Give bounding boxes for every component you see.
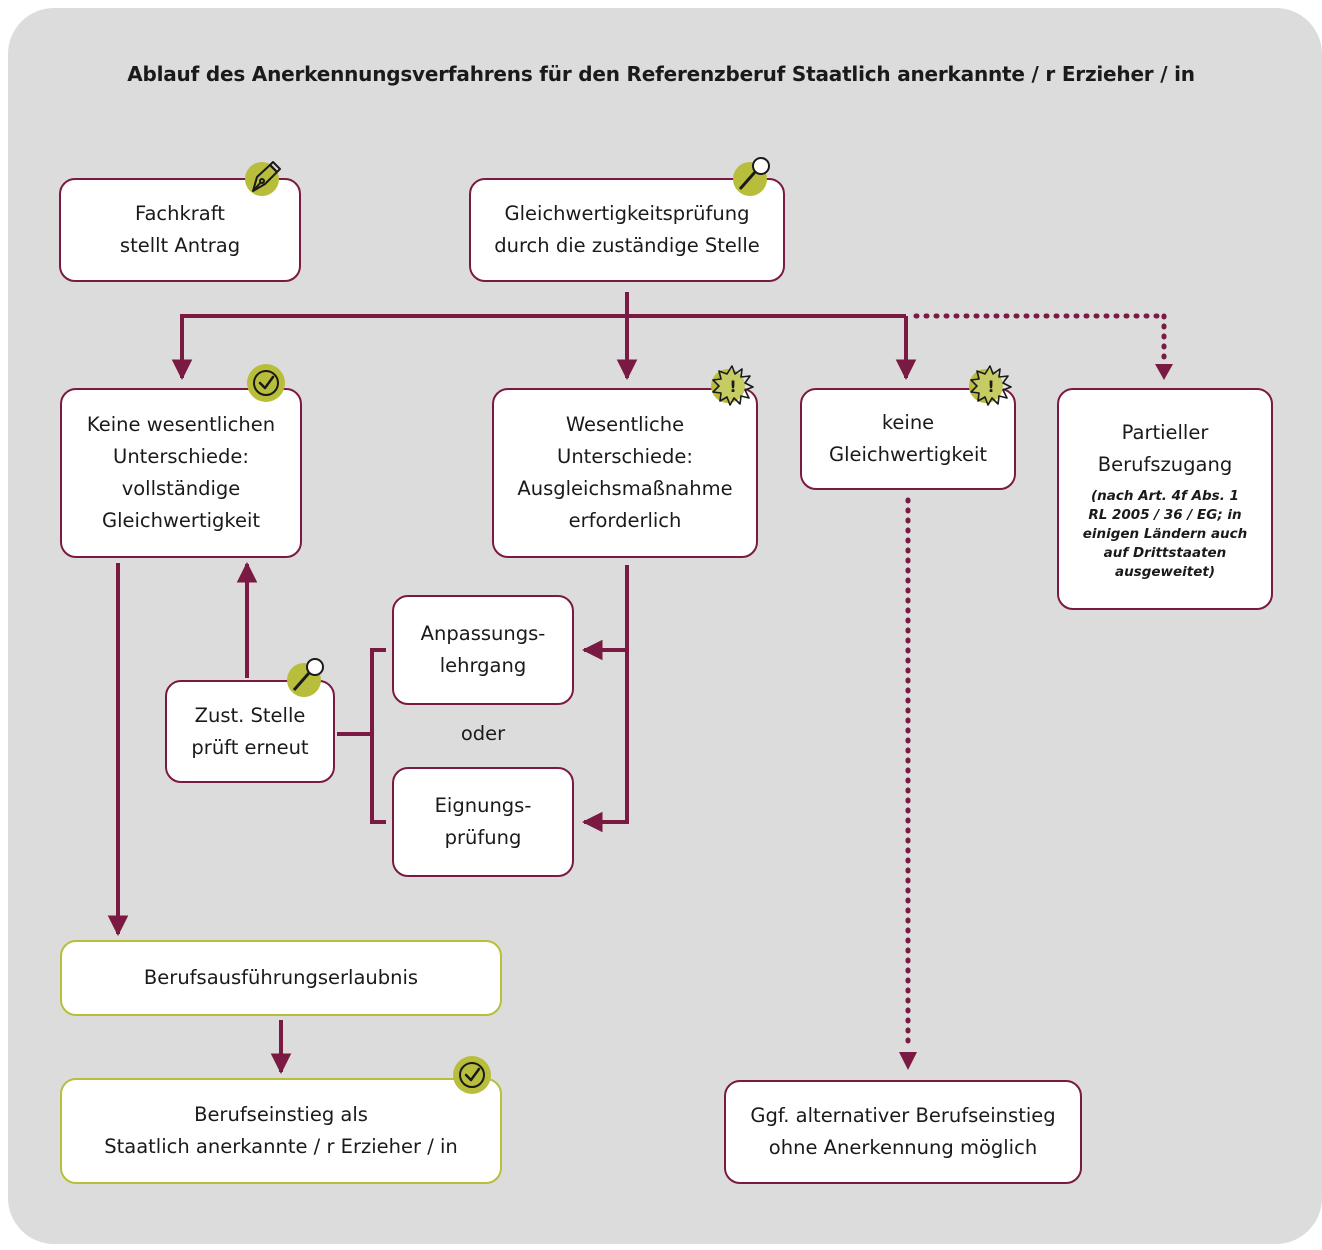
box-partieller-berufszugang: Partieller Berufszugang (nach Art. 4f Ab… <box>1057 388 1273 610</box>
oder-label: oder <box>460 722 506 745</box>
box-berufseinstieg: Berufseinstieg als Staatlich anerkannte … <box>60 1078 502 1184</box>
magnifier-icon <box>287 658 324 697</box>
box-eignungspruefung: Eignungs- prüfung <box>392 767 574 877</box>
arrowhead-partiell <box>1155 364 1173 380</box>
connector-bracket <box>370 648 386 824</box>
magnifier-icon <box>733 157 770 196</box>
svg-text:!: ! <box>729 377 736 396</box>
pen-icon <box>245 161 281 196</box>
box-zust-stelle: Zust. Stelle prüft erneut <box>165 680 335 783</box>
legal-note: (nach Art. 4f Abs. 1 RL 2005 / 36 / EG; … <box>1082 487 1248 580</box>
arrowhead-alternativ <box>899 1052 917 1070</box>
check-icon <box>247 364 285 402</box>
box-alternativer-berufseinstieg: Ggf. alternativer Berufseinstieg ohne An… <box>724 1080 1082 1184</box>
diagram-title: Ablauf des Anerkennungsverfahrens für de… <box>127 62 1195 86</box>
svg-text:!: ! <box>987 377 994 396</box>
box-berufsausfuehrungserlaubnis: Berufsausführungserlaubnis <box>60 940 502 1016</box>
box-anpassungslehrgang: Anpassungs- lehrgang <box>392 595 574 705</box>
box-keine-wesentlichen-unterschiede: Keine wesentlichen Unterschiede: vollstä… <box>60 388 302 558</box>
alert-burst-icon: ! <box>711 365 754 406</box>
box-wesentliche-unterschiede: Wesentliche Unterschiede: Ausgleichsmaßn… <box>492 388 758 558</box>
box-keine-gleichwertigkeit: keine Gleichwertigkeit <box>800 388 1016 490</box>
check-icon <box>453 1056 491 1094</box>
alert-burst-icon: ! <box>969 365 1012 406</box>
box-gleichwertigkeitspruefung: Gleichwertigkeitsprüfung durch die zustä… <box>469 178 785 282</box>
